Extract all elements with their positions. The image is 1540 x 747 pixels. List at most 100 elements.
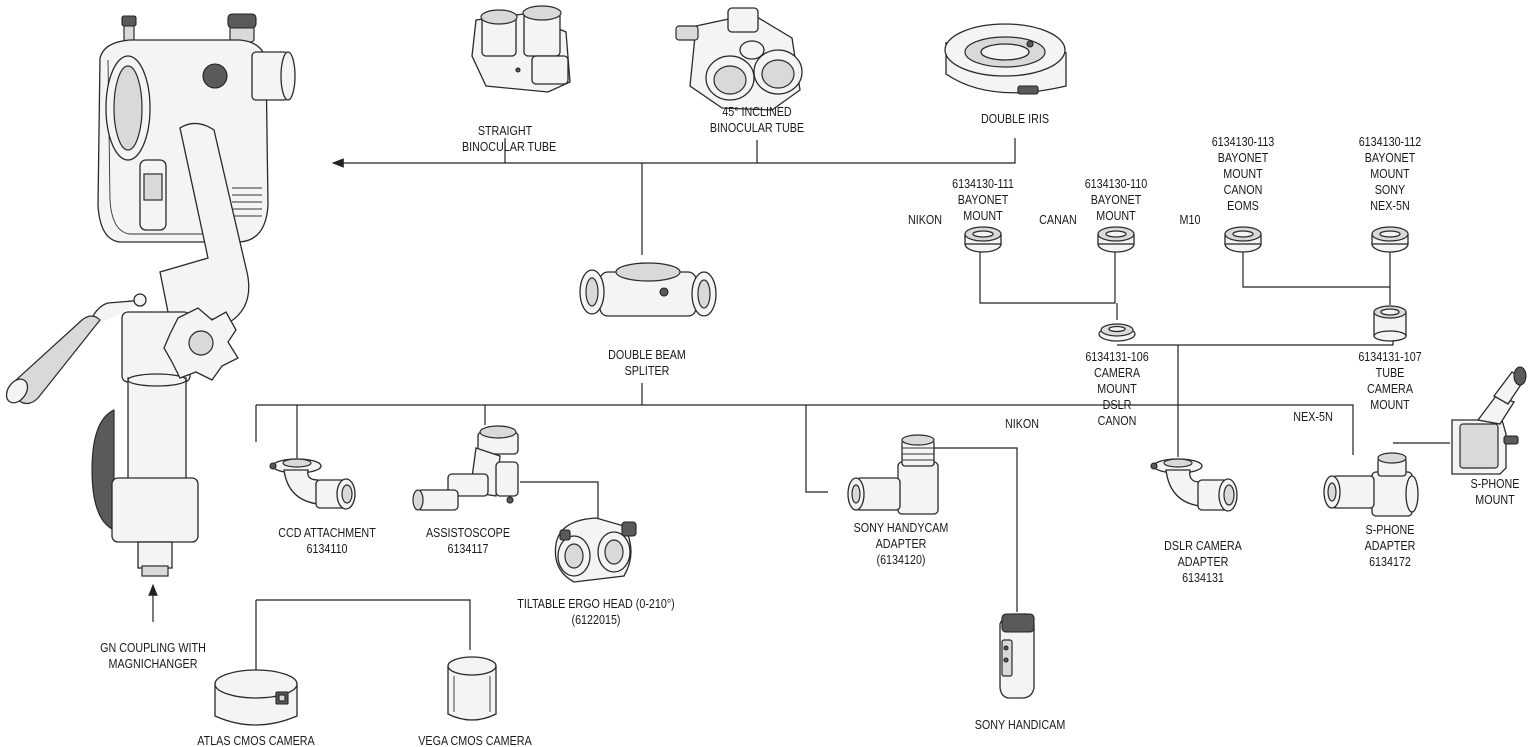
sony-handicam-label: SONY HANDICAM xyxy=(960,717,1080,733)
ergo-head-label: TILTABLE ERGO HEAD (0-210°) (6122015) xyxy=(510,596,682,628)
label-line: SONY HANDYCAM xyxy=(853,521,949,535)
double-iris-label: DOUBLE IRIS xyxy=(968,111,1063,127)
assistoscope-label: ASSISTOSCOPE 6134117 xyxy=(425,525,511,557)
label-line: 6134110 xyxy=(306,542,348,556)
s-phone-mount-icon xyxy=(1451,366,1527,475)
label-line: (6134120) xyxy=(876,553,926,567)
label-line: NEX-5N xyxy=(1370,199,1410,213)
atlas-cmos-camera-icon xyxy=(214,669,298,726)
label-line: TUBE xyxy=(1375,366,1405,380)
straight-tube-label: STRAIGHT BINOCULAR TUBE xyxy=(462,123,557,155)
label-line: BINOCULAR TUBE xyxy=(462,140,557,154)
vega-camera-label: VEGA CMOS CAMERA xyxy=(406,733,544,747)
label-line: S-PHONE xyxy=(1365,523,1415,537)
nikon-label: NIKON xyxy=(899,212,951,228)
camera-mount-dslr-label: 6134131-106 CAMERA MOUNT DSLR CANON xyxy=(1078,349,1155,429)
tube-camera-mount-label: 6134131-107 TUBE CAMERA MOUNT xyxy=(1351,349,1428,413)
straight-binocular-tube-icon xyxy=(471,5,571,93)
beam-splitter-label: DOUBLE BEAM SPLITER xyxy=(600,347,695,379)
label-line: ADAPTER xyxy=(1364,539,1416,553)
label-line: MOUNT xyxy=(1475,493,1515,507)
label-line: NIKON xyxy=(1004,417,1040,431)
label-line: STRAIGHT xyxy=(477,124,533,138)
m10-label: M10 xyxy=(1173,212,1207,228)
connector-lines xyxy=(148,138,1450,670)
label-line: MOUNT xyxy=(1097,382,1137,396)
label-line: 6134117 xyxy=(447,542,489,556)
canan-label: CANAN xyxy=(1032,212,1084,228)
label-line: VEGA CMOS CAMERA xyxy=(418,734,532,747)
bayonet-mount-113-label: 6134130-113 BAYONET MOUNT CANON EOMS xyxy=(1204,134,1281,214)
tube-camera-mount-icon xyxy=(1373,305,1407,342)
label-line: BAYONET xyxy=(1217,151,1269,165)
tiltable-ergo-head-icon xyxy=(554,517,637,583)
label-line: CAMERA xyxy=(1093,366,1140,380)
double-beam-splitter-icon xyxy=(579,262,717,317)
sony-handycam-adapter-label: SONY HANDYCAM ADAPTER (6134120) xyxy=(845,520,957,568)
label-line: EOMS xyxy=(1227,199,1259,213)
ccd-attachment-icon xyxy=(269,458,356,510)
sony-handycam-adapter-icon xyxy=(847,434,939,515)
nex-5n-label: NEX-5N xyxy=(1283,409,1343,425)
label-line: 6134130-110 xyxy=(1084,177,1148,191)
inclined-binocular-tube-icon xyxy=(675,7,803,111)
label-line: BAYONET xyxy=(1364,151,1416,165)
label-line: NEX-5N xyxy=(1293,410,1333,424)
label-line: NIKON xyxy=(907,213,943,227)
label-line: SONY xyxy=(1374,183,1406,197)
gn-coupling-label: GN COUPLING WITH MAGNICHANGER xyxy=(89,640,218,672)
label-line: GN COUPLING WITH xyxy=(100,641,206,655)
label-line: BAYONET xyxy=(1090,193,1142,207)
label-line: MOUNT xyxy=(1370,167,1410,181)
label-line: ATLAS CMOS CAMERA xyxy=(197,734,315,747)
vega-cmos-camera-icon xyxy=(447,656,497,721)
nikon-label: NIKON xyxy=(996,416,1048,432)
bayonet-mount-111-icon xyxy=(964,226,1002,253)
label-line: DSLR xyxy=(1102,398,1132,412)
dslr-camera-adapter-icon xyxy=(1150,458,1238,512)
label-line: 45° INCLINED xyxy=(722,105,792,119)
bayonet-mount-112-label: 6134130-112 BAYONET MOUNT SONY NEX-5N xyxy=(1351,134,1428,214)
bayonet-mount-111-label: 6134130-111 BAYONET MOUNT xyxy=(944,176,1021,224)
double-iris-icon xyxy=(944,23,1067,95)
label-line: 6134130-113 xyxy=(1211,135,1275,149)
microscope-head-icon xyxy=(5,13,296,577)
label-line: 6134131-106 xyxy=(1085,350,1149,364)
inclined-tube-label: 45° INCLINED BINOCULAR TUBE xyxy=(705,104,808,136)
label-line: CAMERA xyxy=(1366,382,1413,396)
label-line: MOUNT xyxy=(1096,209,1136,223)
label-line: 6134172 xyxy=(1369,555,1411,569)
label-line: CANON xyxy=(1223,183,1263,197)
label-line: SONY HANDICAM xyxy=(974,718,1066,732)
ccd-attachment-label: CCD ATTACHMENT 6134110 xyxy=(271,525,383,557)
label-line: DSLR CAMERA xyxy=(1164,539,1242,553)
bayonet-mount-110-label: 6134130-110 BAYONET MOUNT xyxy=(1077,176,1154,224)
label-line: M10 xyxy=(1179,213,1201,227)
label-line: 6134130-111 xyxy=(952,177,1014,191)
label-line: ASSISTOSCOPE xyxy=(425,526,511,540)
label-line: CANAN xyxy=(1039,213,1077,227)
label-line: CANON xyxy=(1097,414,1137,428)
label-line: 6134131 xyxy=(1182,571,1224,585)
s-phone-adapter-icon xyxy=(1323,452,1419,517)
label-line: MOUNT xyxy=(1370,398,1410,412)
label-line: ADAPTER xyxy=(1177,555,1229,569)
label-line: 6134131-107 xyxy=(1358,350,1422,364)
s-phone-adapter-label: S-PHONE ADAPTER 6134172 xyxy=(1347,522,1433,570)
bayonet-mount-110-icon xyxy=(1097,226,1135,253)
label-line: BAYONET xyxy=(957,193,1009,207)
assistoscope-icon xyxy=(412,425,519,511)
label-line: DOUBLE BEAM xyxy=(608,348,686,362)
label-line: MAGNICHANGER xyxy=(108,657,198,671)
label-line: ADAPTER xyxy=(875,537,927,551)
bayonet-mount-113-icon xyxy=(1224,226,1262,253)
camera-mount-dslr-icon xyxy=(1098,323,1136,342)
label-line: TILTABLE ERGO HEAD (0-210°) xyxy=(517,597,675,611)
label-line: SPLITER xyxy=(624,364,670,378)
label-line: BINOCULAR TUBE xyxy=(709,121,805,135)
label-line: (6122015) xyxy=(571,613,621,627)
label-line: MOUNT xyxy=(963,209,1003,223)
label-line: CCD ATTACHMENT xyxy=(278,526,376,540)
